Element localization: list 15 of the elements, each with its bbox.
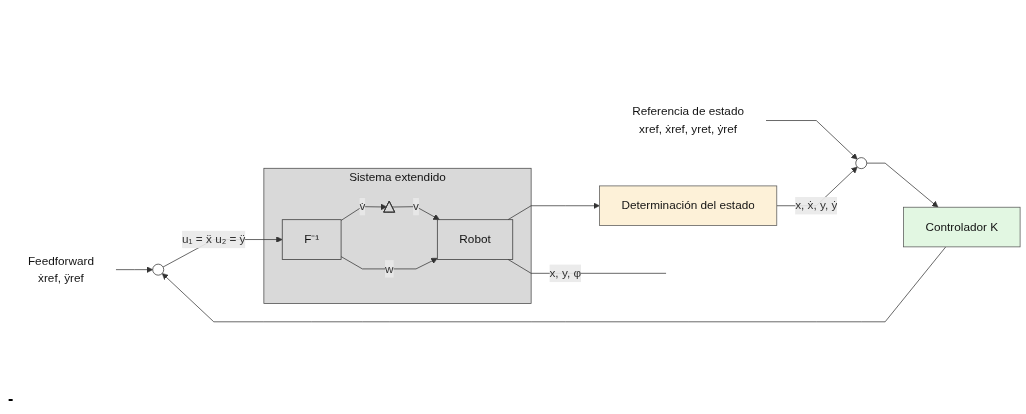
node-box: Robot: [436, 219, 514, 260]
node-circle: [152, 263, 165, 276]
edge-label: x, y, φ: [549, 266, 582, 280]
node-box: Controlador K: [903, 207, 1021, 248]
edge-label: v̇: [359, 200, 366, 213]
node-text: Feedforward ẋref, ÿref: [27, 254, 94, 285]
node-box: Determinación del estado: [599, 185, 778, 227]
minus-sign: -: [8, 390, 14, 407]
node-box: F⁻¹: [281, 219, 342, 260]
edge-label: u₁ = ẍ u₂ = ÿ: [182, 233, 246, 246]
edge-label: v: [413, 200, 419, 213]
node-text: Referencia de estado xref, ẋref, yret, ẏref: [632, 105, 744, 136]
node-circle: [855, 157, 868, 170]
edge-label: x, ẋ, y, ẏ: [795, 199, 838, 212]
edge-label: w: [384, 262, 394, 275]
